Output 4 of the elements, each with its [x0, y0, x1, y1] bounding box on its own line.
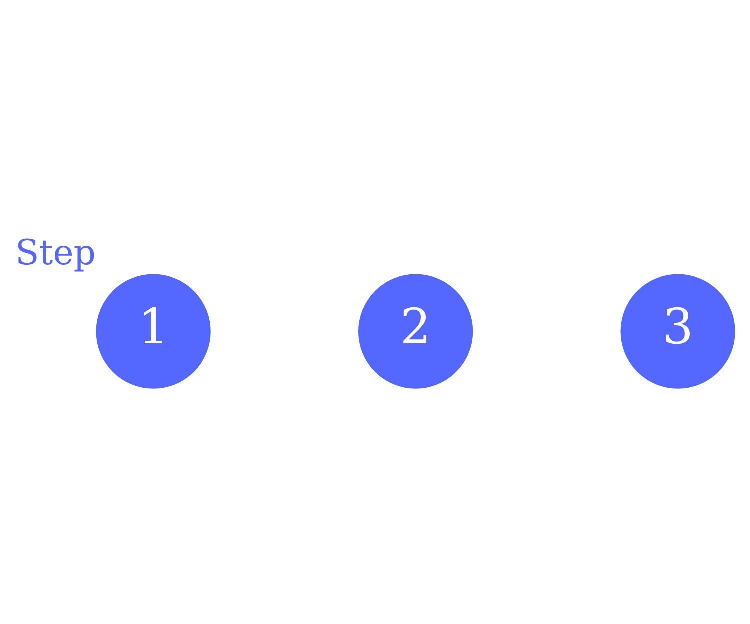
node-circle: 1 [96, 274, 211, 388]
node-circle: 2 [358, 274, 474, 388]
node-label: Step [15, 233, 96, 274]
node-circle: 3 [620, 274, 736, 388]
